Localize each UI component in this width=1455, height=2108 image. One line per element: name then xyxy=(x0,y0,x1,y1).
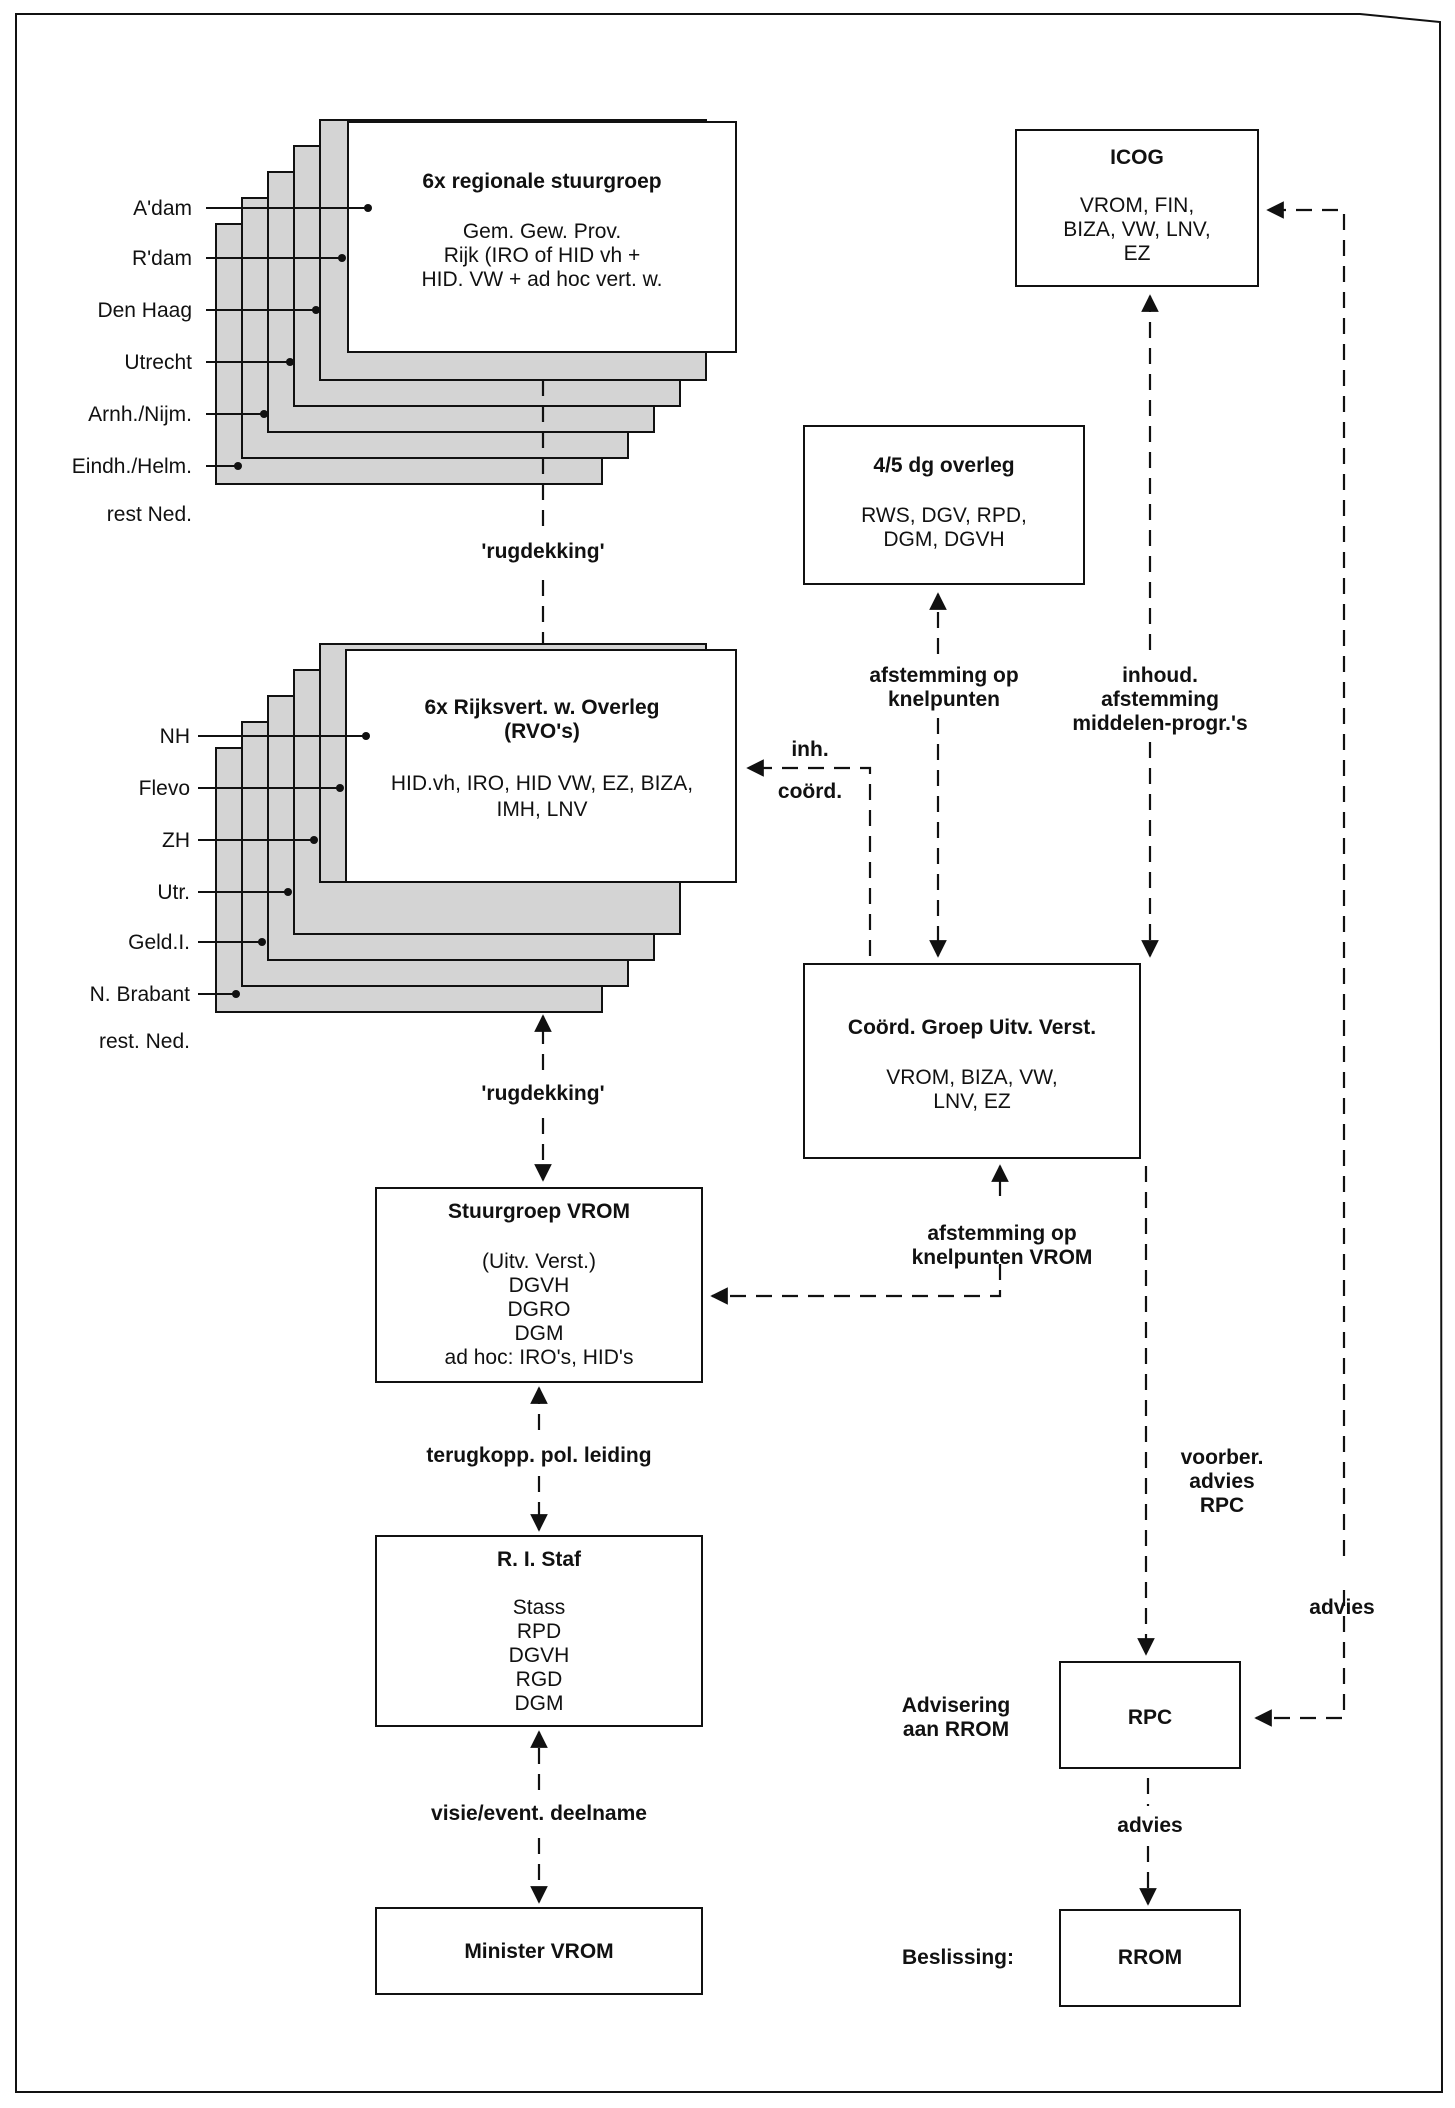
afstemming-vrom-label-2: knelpunten VROM xyxy=(912,1246,1093,1269)
coord-groep-line-1: VROM, BIZA, VW, xyxy=(886,1066,1058,1089)
dg-overleg-box xyxy=(803,425,1085,585)
terugkopp-label: terugkopp. pol. leiding xyxy=(426,1444,651,1467)
icog-box xyxy=(1015,129,1259,287)
ri-staf-line-5: DGM xyxy=(515,1692,564,1715)
stuurgroep-vrom-line-2: DGVH xyxy=(509,1274,570,1297)
advisering-label-1: Advisering xyxy=(902,1694,1011,1717)
ri-staf-line-4: RGD xyxy=(516,1668,563,1691)
rugdekking-2-label: 'rugdekking' xyxy=(481,1082,604,1105)
stuurgroep-vrom-line-3: DGRO xyxy=(508,1298,571,1321)
rvo-leaders xyxy=(198,732,370,998)
rugdekking-1-label: 'rugdekking' xyxy=(481,540,604,563)
region-adam: A'dam xyxy=(133,197,192,220)
ri-staf-line-1: Stass xyxy=(513,1596,566,1619)
ri-staf-box xyxy=(375,1535,703,1727)
advies-right-label: advies xyxy=(1309,1596,1374,1619)
ri-staf-line-3: DGVH xyxy=(509,1644,570,1667)
region-rest-ned: rest Ned. xyxy=(107,503,192,526)
rrom-box xyxy=(1059,1909,1241,2007)
region-eindh-helm: Eindh./Helm. xyxy=(72,455,192,478)
voorber-label-2: advies xyxy=(1189,1470,1254,1493)
inh-coord-label-2: coörd. xyxy=(778,780,842,803)
icog-line-2: BIZA, VW, LNV, xyxy=(1063,218,1210,241)
rvo-region-flevo: Flevo xyxy=(139,777,190,800)
inh-coord-arrow xyxy=(746,759,872,956)
minister-vrom-box xyxy=(375,1907,703,1995)
stuurgroep-vrom-line-4: DGM xyxy=(515,1322,564,1345)
regional-line-2: Rijk (IRO of HID vh + xyxy=(444,244,641,267)
regional-title: 6x regionale stuurgroep xyxy=(422,170,661,193)
regional-leaders xyxy=(206,204,372,470)
afstemming-label-1: afstemming op xyxy=(869,664,1018,687)
dg-overleg-line-1: RWS, DGV, RPD, xyxy=(861,504,1027,527)
rvo-region-geld: Geld.I. xyxy=(128,931,190,954)
rvo-region-nh: NH xyxy=(160,725,190,748)
inhoud-label-2: afstemming xyxy=(1101,688,1219,711)
coord-groep-box xyxy=(803,963,1141,1159)
regional-line-1: Gem. Gew. Prov. xyxy=(463,220,621,243)
region-rdam: R'dam xyxy=(132,247,192,270)
region-utrecht: Utrecht xyxy=(124,351,192,374)
dg-overleg-title: 4/5 dg overleg xyxy=(873,454,1014,477)
ri-staf-title: R. I. Staf xyxy=(497,1548,582,1571)
afstemming-vrom-label-1: afstemming op xyxy=(927,1222,1076,1245)
stuurgroep-vrom-box xyxy=(375,1187,703,1383)
afstemming-vrom-arrow xyxy=(710,1264,1002,1305)
advies-right-loop xyxy=(1254,1590,1346,1727)
ri-staf-line-2: RPD xyxy=(517,1620,561,1643)
rrom-title: RROM xyxy=(1118,1946,1182,1969)
rvo-title-1: 6x Rijksvert. w. Overleg xyxy=(424,696,659,719)
rpc-box xyxy=(1059,1661,1241,1769)
minister-vrom-title: Minister VROM xyxy=(464,1940,613,1963)
icog-line-3: EZ xyxy=(1124,242,1151,265)
rvo-region-zh: ZH xyxy=(162,829,190,852)
voorber-label-3: RPC xyxy=(1200,1494,1244,1517)
stuurgroep-vrom-title: Stuurgroep VROM xyxy=(448,1200,630,1223)
inhoud-label-3: middelen-progr.'s xyxy=(1072,712,1247,735)
inh-coord-label-1: inh. xyxy=(791,738,828,761)
voorber-label-1: voorber. xyxy=(1181,1446,1264,1469)
regional-stuurgroep-stack xyxy=(215,119,737,485)
dg-overleg-line-2: DGM, DGVH xyxy=(883,528,1004,551)
rvo-region-utr: Utr. xyxy=(157,881,190,904)
rvo-region-rest-ned: rest. Ned. xyxy=(99,1030,190,1053)
stuurgroep-vrom-line-5: ad hoc: IRO's, HID's xyxy=(445,1346,634,1369)
region-arnh-nijm: Arnh./Nijm. xyxy=(88,403,192,426)
rpc-title: RPC xyxy=(1128,1706,1172,1729)
advies-right-up xyxy=(1266,201,1346,1556)
visie-label: visie/event. deelname xyxy=(431,1802,647,1825)
rvo-stack xyxy=(215,643,737,1013)
advisering-label-2: aan RROM xyxy=(903,1718,1009,1741)
rvo-line-1: HID.vh, IRO, HID VW, EZ, BIZA, xyxy=(391,772,693,795)
outer-frame xyxy=(15,13,1444,2093)
stuurgroep-vrom-line-1: (Uitv. Verst.) xyxy=(482,1250,596,1273)
beslissing-label: Beslissing: xyxy=(902,1946,1014,1969)
icog-line-1: VROM, FIN, xyxy=(1080,194,1194,217)
advies-down-label: advies xyxy=(1117,1814,1182,1837)
inhoud-label-1: inhoud. xyxy=(1122,664,1198,687)
rvo-line-2: IMH, LNV xyxy=(496,798,587,821)
regional-line-3: HID. VW + ad hoc vert. w. xyxy=(422,268,663,291)
afstemming-label-2: knelpunten xyxy=(888,688,1000,711)
region-den-haag: Den Haag xyxy=(97,299,192,322)
coord-groep-line-2: LNV, EZ xyxy=(933,1090,1011,1113)
icog-title: ICOG xyxy=(1110,146,1164,169)
coord-groep-title: Coörd. Groep Uitv. Verst. xyxy=(848,1016,1096,1039)
rvo-region-nbrabant: N. Brabant xyxy=(90,983,191,1006)
rvo-title-2: (RVO's) xyxy=(504,720,580,743)
